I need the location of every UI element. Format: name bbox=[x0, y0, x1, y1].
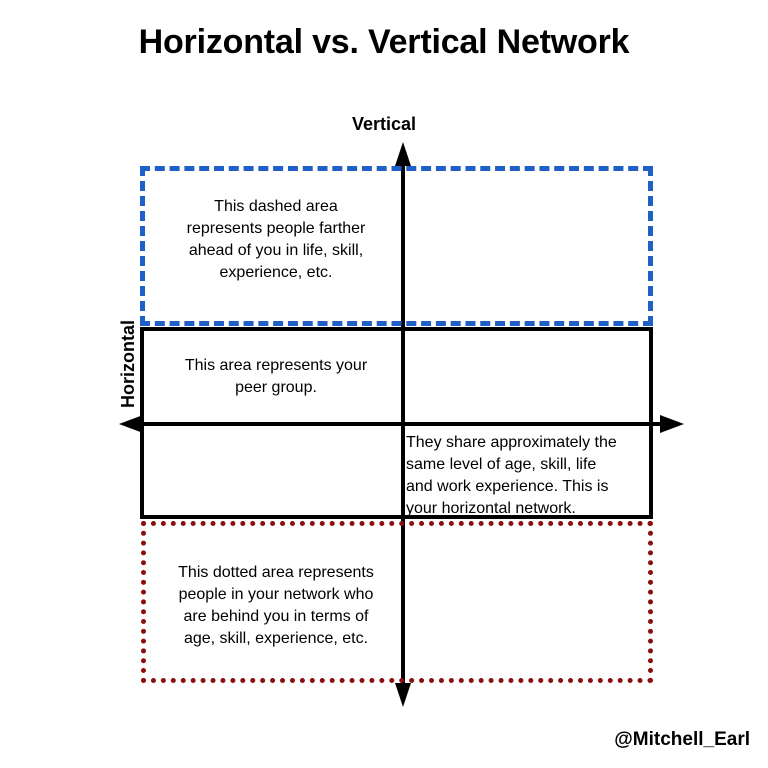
note-peer-group: This area represents your peer group. bbox=[184, 357, 368, 396]
vertical-axis-label: Vertical bbox=[351, 114, 417, 134]
down-arrow-icon bbox=[395, 683, 411, 707]
author-watermark: @Mitchell_Earl bbox=[614, 729, 750, 750]
region-vertical-behind bbox=[141, 521, 653, 683]
horizontal-axis-label: Horizontal bbox=[118, 320, 138, 408]
right-arrow-icon bbox=[660, 415, 684, 433]
note-vertical-ahead: This dashed area represents people farth… bbox=[186, 198, 366, 281]
region-peer-group bbox=[140, 327, 653, 519]
note-vertical-behind: This dotted area represents people in yo… bbox=[178, 564, 374, 647]
region-vertical-ahead bbox=[140, 166, 653, 326]
up-arrow-icon bbox=[395, 142, 411, 166]
page-title: Horizontal vs. Vertical Network bbox=[138, 23, 630, 61]
note-peer-group-detail: They share approximately the same level … bbox=[406, 434, 617, 517]
